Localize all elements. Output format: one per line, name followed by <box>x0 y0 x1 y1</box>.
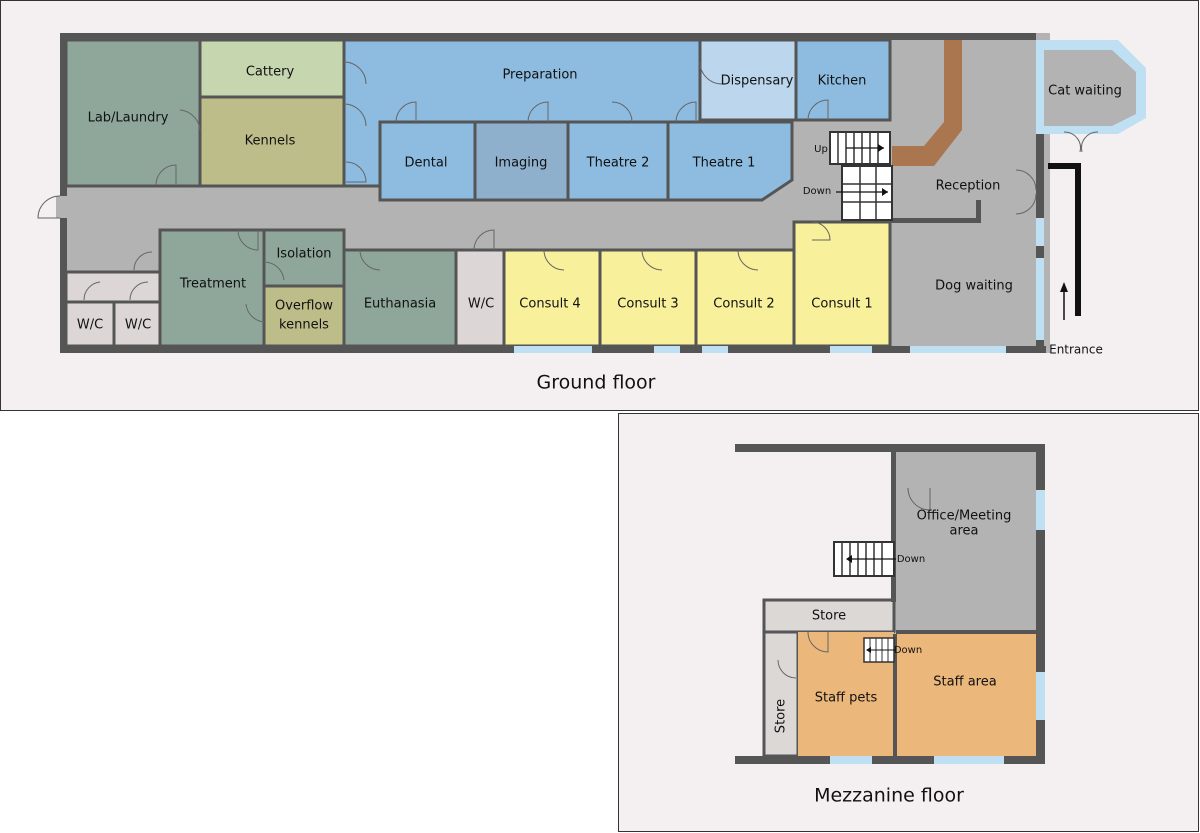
label-kitchen: Kitchen <box>818 74 867 89</box>
wall-left <box>60 33 67 353</box>
label-theatre1: Theatre 1 <box>692 156 756 171</box>
window <box>1036 490 1045 530</box>
mezz-wall-top <box>735 444 1045 452</box>
label-consult1: Consult 1 <box>811 297 872 312</box>
label-office-meeting-area: area <box>950 524 979 539</box>
label-overflow-kennels: kennels <box>279 318 329 333</box>
label-theatre2: Theatre 2 <box>586 156 650 171</box>
label-stairs-down: Down <box>803 186 831 197</box>
label-overflow: Overflow <box>275 299 333 314</box>
mezz-wall-bottom <box>735 756 1045 764</box>
label-treatment: Treatment <box>179 277 246 292</box>
label-euthanasia: Euthanasia <box>364 297 436 312</box>
mezz-partition <box>893 634 897 756</box>
wc-right-room <box>112 300 162 348</box>
entrance-arrowhead-icon <box>1060 282 1068 292</box>
office-meeting-room <box>894 452 1036 632</box>
label-store-side: Store <box>774 699 789 733</box>
label-kennels: Kennels <box>245 134 296 149</box>
label-dispensary: Dispensary <box>721 74 794 89</box>
ground-floor-caption: Ground floor <box>537 372 656 394</box>
label-store-top: Store <box>812 609 846 624</box>
window <box>830 756 872 764</box>
stairs-down <box>836 165 893 221</box>
ramp <box>892 40 962 166</box>
theatre2-room <box>566 120 670 202</box>
label-dog-waiting: Dog waiting <box>935 279 1013 294</box>
exterior-door-opening <box>56 196 68 218</box>
mezz-wall-right <box>1036 444 1045 764</box>
label-cat-waiting: Cat waiting <box>1048 84 1122 99</box>
mezz-door-swings <box>777 487 931 679</box>
mezz-stairs-down-small <box>863 637 896 663</box>
label-consult2: Consult 2 <box>713 297 774 312</box>
door-swings <box>83 61 1099 323</box>
staff-area-room <box>896 634 1036 756</box>
label-staff-area: Staff area <box>933 675 996 690</box>
entrance-wall <box>1048 163 1081 316</box>
window <box>702 346 728 353</box>
label-entrance: Entrance <box>1049 343 1103 357</box>
mezz-stairs-down <box>833 541 896 577</box>
label-stairs-up: Up <box>814 144 828 155</box>
overflow-kennels-room <box>262 284 346 348</box>
window <box>514 346 592 353</box>
label-mezz-stairs-down-small: Down <box>894 645 922 656</box>
window <box>1036 218 1044 246</box>
consult1-room <box>792 220 892 348</box>
label-mezz-stairs-down: Down <box>897 554 925 565</box>
window <box>1036 258 1044 340</box>
label-dental: Dental <box>405 156 448 171</box>
exterior-door-swing <box>37 195 61 219</box>
mezzanine-floor-caption: Mezzanine floor <box>814 785 964 807</box>
dispensary-room <box>698 38 798 122</box>
wall-stub <box>976 200 981 223</box>
window <box>910 346 1006 353</box>
window <box>830 346 872 353</box>
label-wc-right: W/C <box>125 318 151 333</box>
window <box>654 346 680 353</box>
theatre1-room <box>666 120 794 202</box>
wall-top <box>60 33 1036 40</box>
label-preparation: Preparation <box>502 68 577 83</box>
cattery-room <box>198 38 346 99</box>
label-office-meeting: Office/Meeting <box>917 509 1012 524</box>
window <box>1036 672 1045 720</box>
window <box>934 756 1004 764</box>
label-wc-left: W/C <box>77 318 103 333</box>
store-side-room <box>762 630 800 758</box>
label-reception: Reception <box>936 179 1001 194</box>
stairs-up <box>829 131 891 165</box>
label-lab-laundry: Lab/Laundry <box>88 111 169 126</box>
reception-divider <box>890 218 980 223</box>
mezz-partition-top <box>896 630 1036 634</box>
kitchen-room <box>794 38 892 122</box>
label-consult4: Consult 4 <box>519 297 580 312</box>
euthanasia-room <box>342 248 458 348</box>
label-staff-pets: Staff pets <box>815 691 878 706</box>
label-wc: W/C <box>468 297 494 312</box>
cat-waiting-room <box>1044 50 1136 126</box>
label-isolation: Isolation <box>276 247 331 262</box>
label-cattery: Cattery <box>246 65 295 80</box>
kennels-room <box>198 95 346 188</box>
mezz-office-left-wall <box>891 452 896 602</box>
label-imaging: Imaging <box>495 156 548 171</box>
dental-room <box>378 120 477 202</box>
label-consult3: Consult 3 <box>617 297 678 312</box>
